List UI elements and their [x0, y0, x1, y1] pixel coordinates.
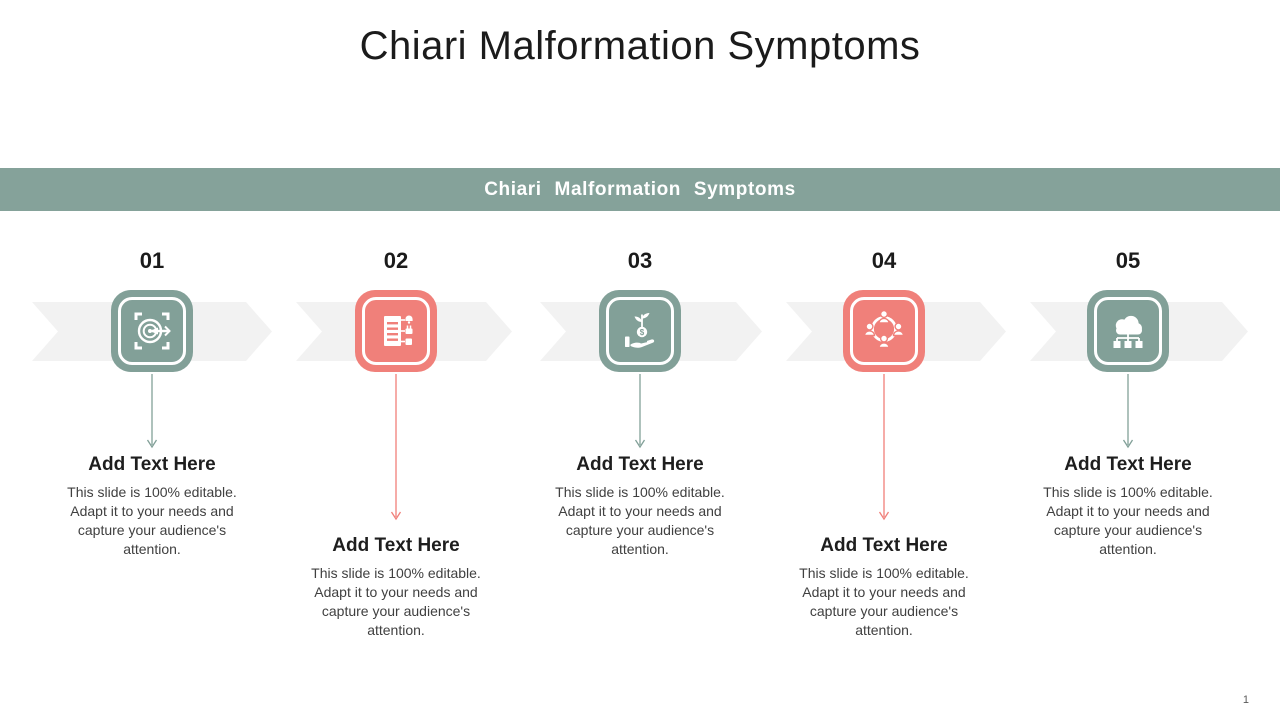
- target-focus-icon: [134, 312, 171, 350]
- step-heading: Add Text Here: [820, 535, 948, 556]
- step-icon-box-01: [111, 290, 193, 372]
- team-network-icon: [863, 309, 905, 349]
- step-text-01: Add Text Here This slide is 100% editabl…: [47, 454, 257, 559]
- document-tasks-icon: [384, 315, 413, 346]
- step-icon-box-02: [355, 290, 437, 372]
- step-body: This slide is 100% editable. Adapt it to…: [67, 484, 237, 557]
- step-heading: Add Text Here: [1064, 454, 1192, 475]
- svg-text:$: $: [640, 328, 645, 337]
- connector-arrow-04: [878, 374, 890, 521]
- investment-growth-icon: $: [625, 313, 655, 348]
- step-body: This slide is 100% editable. Adapt it to…: [311, 565, 481, 638]
- step-heading: Add Text Here: [88, 454, 216, 475]
- section-banner: Chiari Malformation Symptoms: [0, 168, 1280, 211]
- step-body: This slide is 100% editable. Adapt it to…: [555, 484, 725, 557]
- step-icon-box-03: $: [599, 290, 681, 372]
- step-number-02: 02: [383, 248, 409, 273]
- step-body: This slide is 100% editable. Adapt it to…: [799, 565, 969, 638]
- step-text-05: Add Text Here This slide is 100% editabl…: [1023, 454, 1233, 559]
- step-number-05: 05: [1115, 248, 1141, 273]
- step-text-03: Add Text Here This slide is 100% editabl…: [535, 454, 745, 559]
- step-number-03: 03: [627, 248, 653, 273]
- step-icon-box-05: [1087, 290, 1169, 372]
- step-icon-box-04: [843, 290, 925, 372]
- cloud-network-icon: [1113, 315, 1143, 348]
- connector-arrow-01: [146, 374, 158, 449]
- connector-arrow-05: [1122, 374, 1134, 449]
- step-heading: Add Text Here: [332, 535, 460, 556]
- page-number: 1: [1242, 694, 1249, 706]
- step-body: This slide is 100% editable. Adapt it to…: [1043, 484, 1213, 557]
- step-heading: Add Text Here: [576, 454, 704, 475]
- connector-arrow-02: [390, 374, 402, 521]
- step-number-04: 04: [871, 248, 897, 273]
- step-number-01: 01: [139, 248, 165, 273]
- page-title: Chiari Malformation Symptoms: [359, 24, 921, 68]
- step-text-04: Add Text Here This slide is 100% editabl…: [779, 535, 989, 640]
- step-text-02: Add Text Here This slide is 100% editabl…: [291, 535, 501, 640]
- banner-title: Chiari Malformation Symptoms: [484, 178, 796, 200]
- connector-arrow-03: [634, 374, 646, 449]
